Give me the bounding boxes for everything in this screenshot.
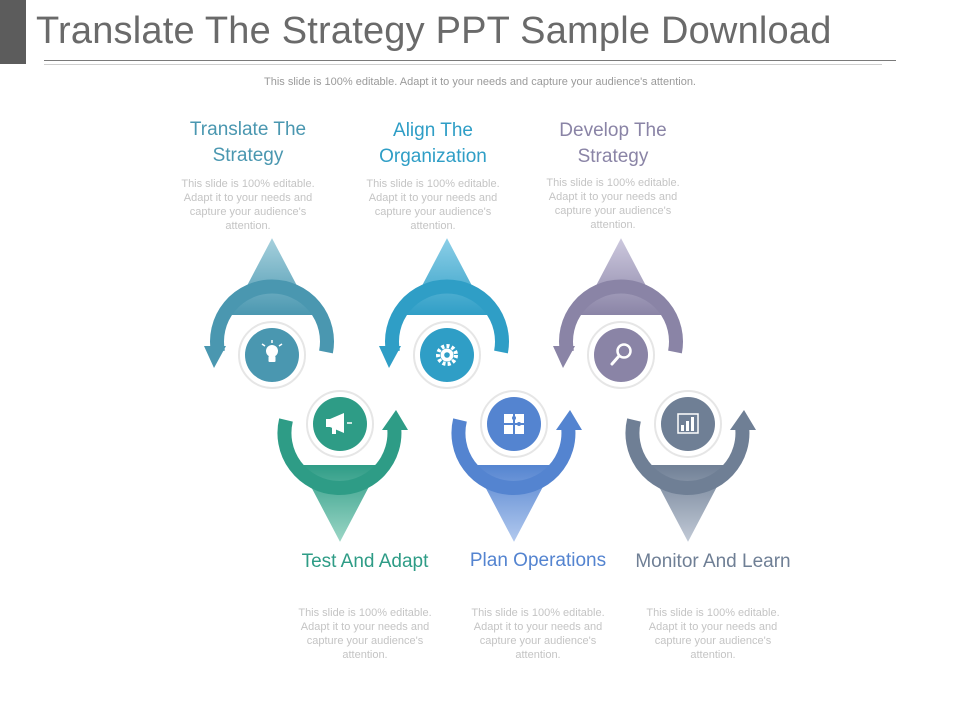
title-accent-bar (0, 0, 26, 64)
step-3-arrowhead (577, 233, 665, 317)
title-divider (44, 60, 896, 61)
step-2-description: This slide is 100% editable. Adapt it to… (366, 178, 500, 232)
step-2-graphic (379, 233, 509, 389)
step-5-icon-circle (487, 397, 541, 451)
step-2-arrowhead (403, 233, 491, 317)
step-1-arrowhead (228, 233, 316, 317)
step-5-description: This slide is 100% editable. Adapt it to… (471, 607, 605, 661)
gear-icon (436, 344, 458, 366)
step-4-circular-arrow (277, 418, 402, 495)
step-1-graphic (204, 233, 334, 389)
step-1-title: Translate The Strategy (189, 119, 307, 166)
step-4-graphic (277, 390, 408, 547)
step-3-circular-arrow (559, 279, 683, 354)
step-3-arrow-tip (553, 346, 575, 368)
megaphone-icon (326, 413, 352, 434)
step-5-title: Plan Operations (469, 550, 607, 571)
step-6-title: Monitor And Learn (635, 551, 791, 572)
step-1-circular-arrow (210, 279, 334, 354)
magnifier-icon (610, 343, 632, 366)
step-2-title: Align The Organization (379, 120, 487, 167)
step-6-graphic (625, 390, 756, 547)
step-5-arrow-tip (556, 410, 582, 430)
title-divider-light (44, 64, 882, 65)
step-6-circular-arrow (625, 418, 750, 495)
step-4-arrow-tip (382, 410, 408, 430)
puzzle-icon (504, 414, 524, 434)
page-title: Translate The Strategy PPT Sample Downlo… (36, 10, 832, 52)
page-subtitle: This slide is 100% editable. Adapt it to… (264, 76, 696, 88)
step-1-arrow-tip (204, 346, 226, 368)
lightbulb-icon (261, 340, 283, 362)
step-2-arrow-tip (379, 346, 401, 368)
bar-chart-icon (677, 413, 699, 434)
step-5-graphic (451, 390, 582, 547)
step-1-description: This slide is 100% editable. Adapt it to… (181, 178, 315, 232)
step-4-description: This slide is 100% editable. Adapt it to… (298, 607, 432, 661)
step-3-icon-circle (594, 328, 648, 382)
step-2-circular-arrow (385, 279, 509, 354)
step-3-graphic (553, 233, 683, 389)
step-3-title: Develop The Strategy (559, 120, 667, 167)
step-4-title: Test And Adapt (301, 551, 429, 572)
step-5-circular-arrow (451, 418, 576, 495)
step-6-arrow-tip (730, 410, 756, 430)
step-3-description: This slide is 100% editable. Adapt it to… (546, 177, 680, 231)
step-6-description: This slide is 100% editable. Adapt it to… (646, 607, 780, 661)
